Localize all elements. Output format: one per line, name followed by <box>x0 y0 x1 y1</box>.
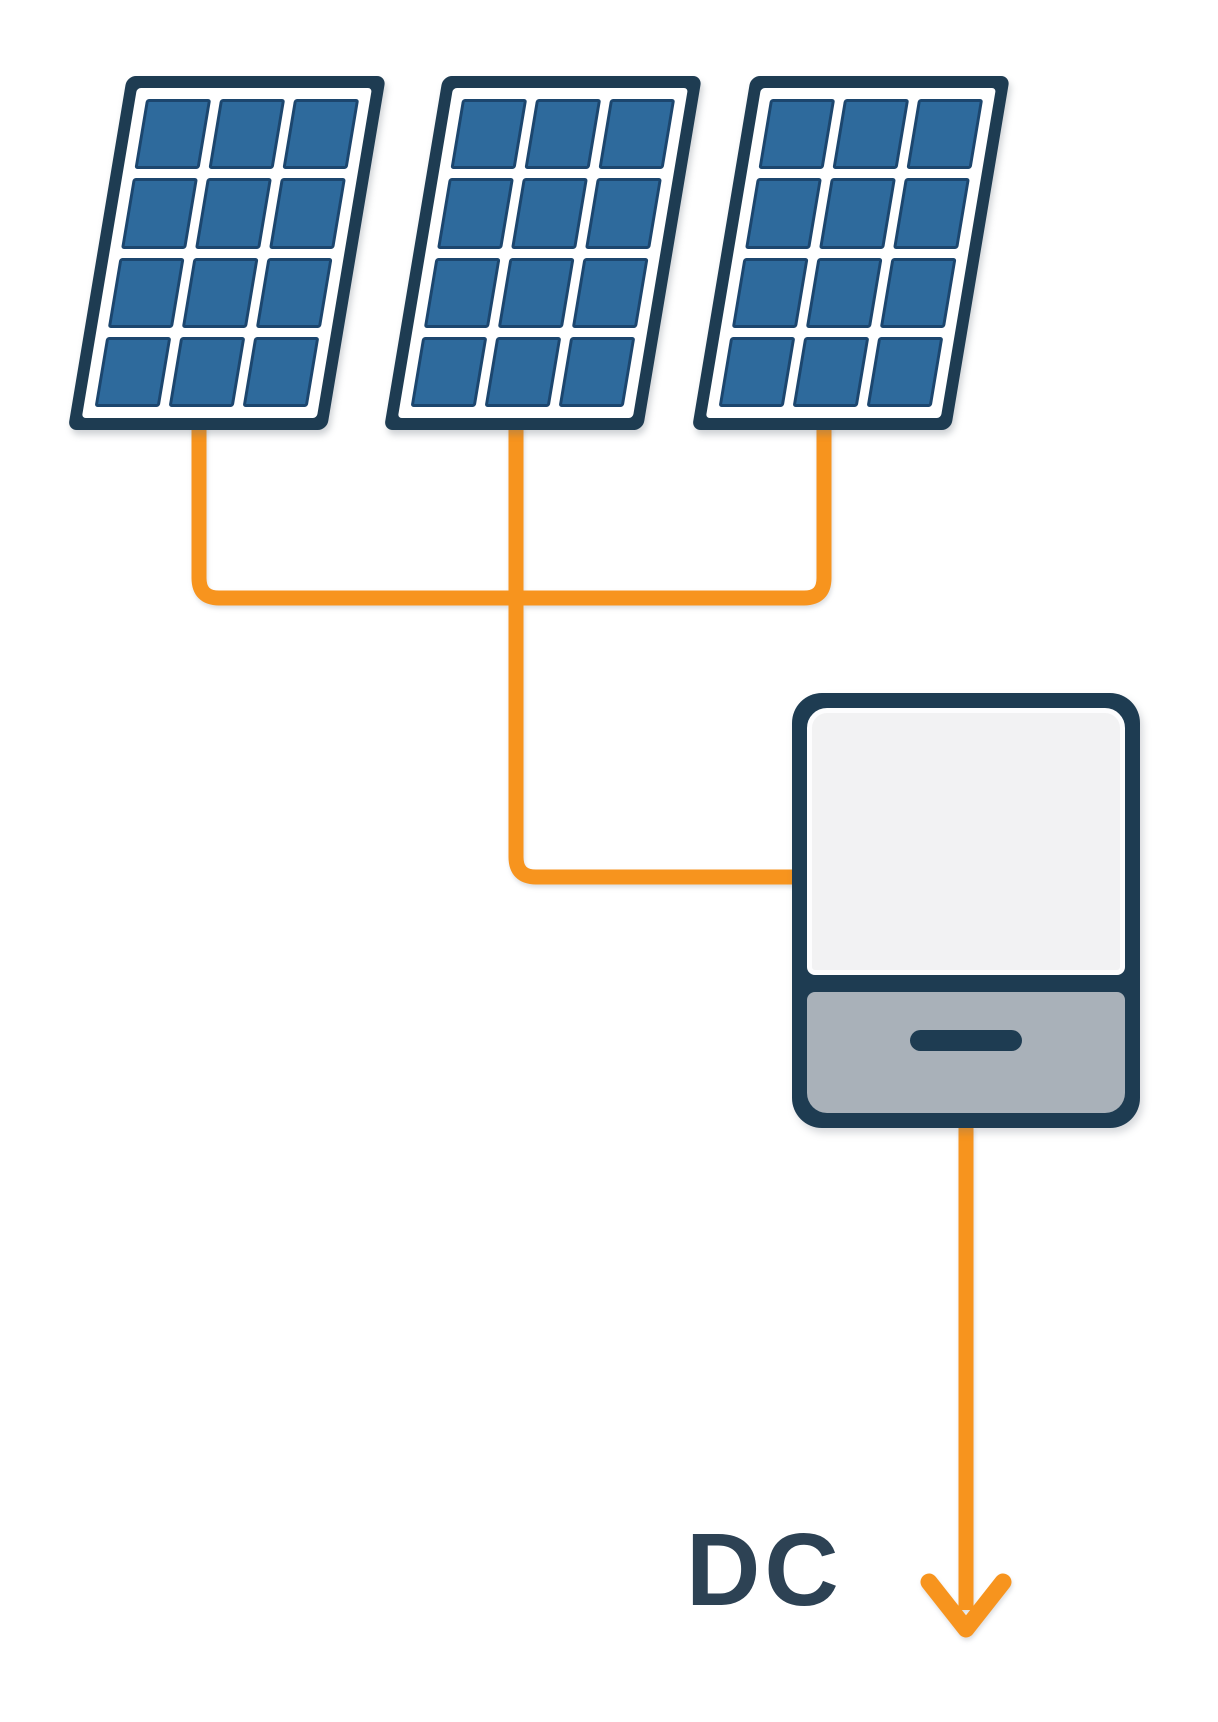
panel-cell <box>242 336 320 407</box>
panel-cell <box>450 99 528 170</box>
panel-cell <box>731 257 809 328</box>
panel-cell <box>94 336 172 407</box>
panel-cell <box>269 178 346 249</box>
dc-label: DC <box>686 1512 843 1627</box>
panel-cell <box>255 257 333 328</box>
panel-cell <box>598 99 676 170</box>
panel-cell <box>832 99 910 170</box>
panel-cell <box>195 178 272 249</box>
panel-cell <box>497 257 575 328</box>
panel-cells <box>410 99 676 407</box>
panel-cell <box>879 257 957 328</box>
panel-cells <box>718 99 984 407</box>
panel-cell <box>524 99 602 170</box>
panel-cell <box>181 257 259 328</box>
panel-cell <box>121 178 198 249</box>
panel-cell <box>819 178 896 249</box>
panel-cell <box>906 99 984 170</box>
panel-cell <box>410 336 488 407</box>
panel-cell <box>792 336 870 407</box>
panel-cell <box>758 99 836 170</box>
panel-cell <box>107 257 185 328</box>
inverter-front-plate <box>807 708 1125 975</box>
panel-cell <box>866 336 944 407</box>
panel-cell <box>437 178 514 249</box>
panel-cell <box>718 336 796 407</box>
panel-cell <box>423 257 501 328</box>
inverter-lower-section <box>807 992 1125 1113</box>
panel-cell <box>893 178 970 249</box>
solar-panel-2 <box>383 76 702 430</box>
panel-cell <box>571 257 649 328</box>
panel-cell <box>585 178 662 249</box>
panel-cell <box>484 336 562 407</box>
solar-panel-1 <box>67 76 387 430</box>
string-bus-wire <box>191 405 832 606</box>
panel-cell <box>558 336 636 407</box>
inverter-divider <box>807 975 1125 992</box>
panel-cell <box>134 99 212 170</box>
panel-cell <box>805 257 883 328</box>
panel-cell <box>168 336 246 407</box>
solar-panel-3 <box>691 76 1010 430</box>
panel-cell <box>282 99 360 170</box>
middle-panel-feed-wire <box>508 405 800 885</box>
solar-panel-3-face <box>705 88 996 418</box>
inverter-box <box>792 693 1140 1128</box>
panel-cells <box>94 99 360 407</box>
dc-arrowhead-icon <box>920 1573 1012 1638</box>
solar-panel-1-face <box>81 88 372 418</box>
panel-cell <box>745 178 822 249</box>
solar-panel-2-face <box>397 88 688 418</box>
panel-cell <box>511 178 588 249</box>
panel-cell <box>208 99 286 170</box>
inverter-handle <box>910 1030 1022 1051</box>
